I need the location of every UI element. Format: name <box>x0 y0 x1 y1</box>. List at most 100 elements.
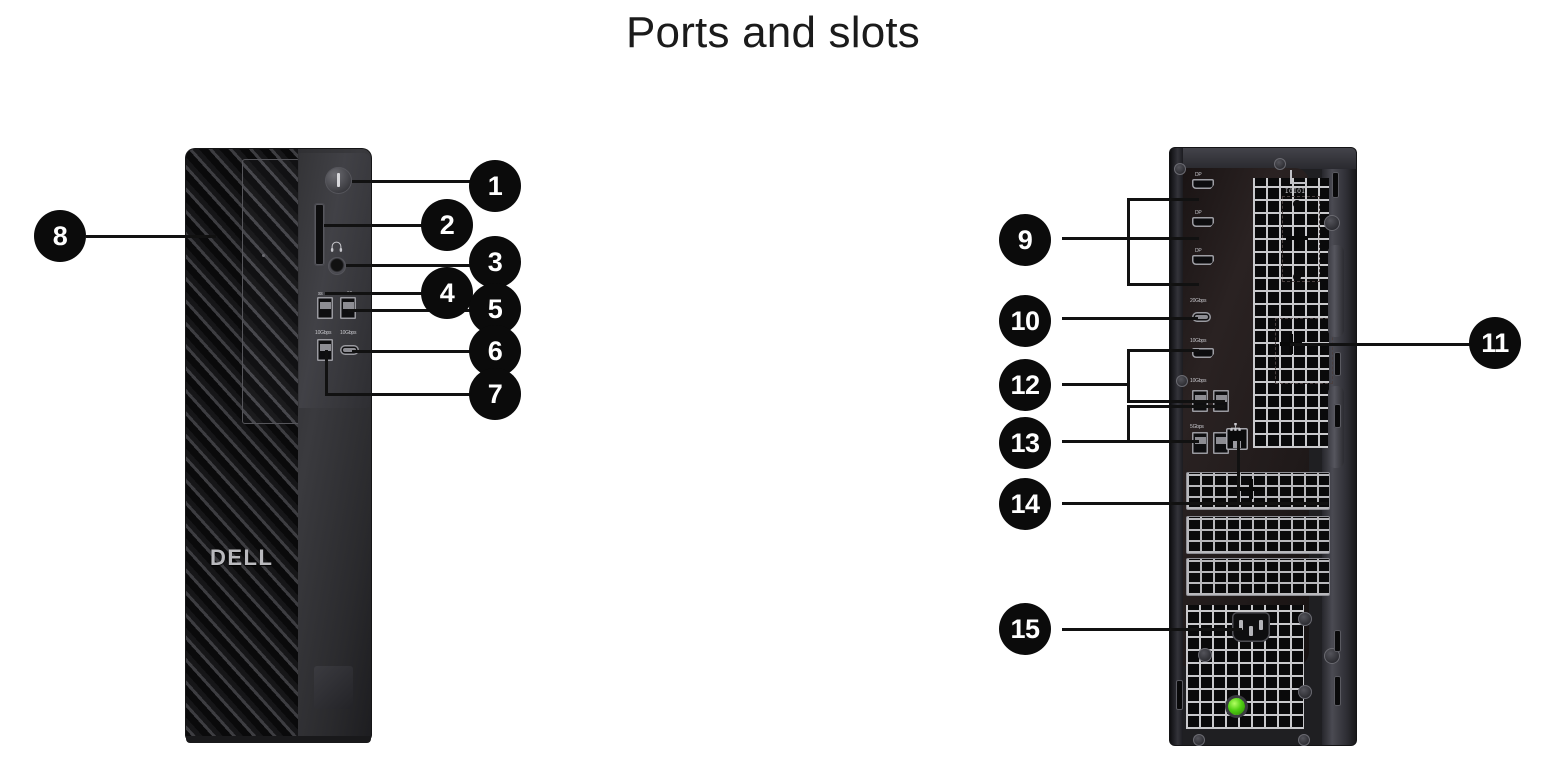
callout-14[interactable]: 14 <box>999 478 1051 530</box>
leader-line-8 <box>86 235 216 238</box>
orientation-corner-mark <box>1290 170 1306 184</box>
front-view-chassis: DELL <box>186 149 371 740</box>
leader-13-branch-2 <box>1127 440 1199 443</box>
psu-status-led <box>1228 698 1245 715</box>
rear-handle-top[interactable] <box>1328 245 1344 337</box>
expansion-slot-3 <box>1186 558 1330 596</box>
leader-line-4 <box>325 292 422 295</box>
lock-slot-left <box>1176 680 1183 710</box>
rear-dp4-label: 10Gbps <box>1190 338 1207 344</box>
leader-line-5 <box>348 309 470 312</box>
displayport-4[interactable] <box>1192 348 1214 358</box>
psu-screw-left <box>1198 648 1212 662</box>
callout-4[interactable]: 4 <box>421 267 473 319</box>
rear-usbc-label: 20Gbps <box>1190 298 1207 304</box>
expansion-cross-mark <box>1240 479 1262 499</box>
usb-a-port-left[interactable] <box>317 297 333 319</box>
leader-9-branch-2 <box>1127 237 1199 240</box>
lock-slot-mid-2 <box>1334 404 1341 428</box>
callout-13[interactable]: 13 <box>999 417 1051 469</box>
serial-port-label: IOIOI <box>1285 188 1306 195</box>
leader-line-13 <box>1062 440 1128 443</box>
callout-10[interactable]: 10 <box>999 295 1051 347</box>
rear-usb5-label: 5Gbps <box>1190 424 1204 430</box>
leader-12-bracket <box>1127 349 1130 401</box>
leader-9-bracket <box>1127 198 1130 286</box>
power-connector-port[interactable] <box>1232 612 1270 642</box>
leader-line-6 <box>352 350 470 353</box>
serial-screw-hole-top <box>1293 200 1301 208</box>
front-usb-label-left: ss <box>318 291 323 297</box>
psu-screw-right <box>1298 612 1312 626</box>
ethernet-icon <box>1230 419 1241 437</box>
psu-screw-bottom <box>1298 685 1312 699</box>
callout-8[interactable]: 8 <box>34 210 86 262</box>
leader-line-15 <box>1062 628 1242 631</box>
rear-dp-label-2: DP <box>1195 210 1202 216</box>
thumbscrew-bottom[interactable] <box>1324 648 1340 664</box>
usb-c-port[interactable] <box>340 345 359 355</box>
rear-usb10-label: 10Gbps <box>1190 378 1207 384</box>
headset-icon <box>330 240 343 253</box>
front-vent-panel <box>242 159 300 424</box>
callout-11[interactable]: 11 <box>1469 317 1521 369</box>
rear-vent-panel <box>1253 178 1329 448</box>
leader-9-branch-1 <box>1127 198 1199 201</box>
expansion-slot-2 <box>1186 516 1330 554</box>
callout-15[interactable]: 15 <box>999 603 1051 655</box>
leader-line-7 <box>325 393 470 396</box>
front-vent-pinhole <box>262 254 265 257</box>
rear-left-rail <box>1170 148 1183 745</box>
lock-slot-mid <box>1334 352 1341 376</box>
displayport-3[interactable] <box>1192 255 1214 265</box>
thumbscrew-top[interactable] <box>1324 215 1340 231</box>
serial-cross-mark <box>1286 228 1308 248</box>
leader-line-14 <box>1062 502 1328 505</box>
lock-slot-low <box>1334 630 1341 652</box>
power-button[interactable] <box>325 167 352 194</box>
serial-port-outline <box>1282 196 1320 282</box>
usb-a-5gbps-right[interactable] <box>1213 432 1229 454</box>
displayport-1[interactable] <box>1192 179 1214 189</box>
rear-screw-botleft <box>1193 734 1205 746</box>
sd-card-slot[interactable] <box>315 204 324 265</box>
leader-13-bracket <box>1127 405 1130 440</box>
front-chassis-foot <box>186 736 371 743</box>
rear-screw-botright <box>1298 734 1310 746</box>
page-title: Ports and slots <box>625 8 921 57</box>
leader-9-branch-3 <box>1127 283 1199 286</box>
callout-3[interactable]: 3 <box>469 236 521 288</box>
leader-line-11 <box>1290 343 1470 346</box>
callout-12[interactable]: 12 <box>999 359 1051 411</box>
rear-dp-label-3: DP <box>1195 248 1202 254</box>
usb-a-port-right[interactable] <box>340 297 356 319</box>
callout-2[interactable]: 2 <box>421 199 473 251</box>
callout-9[interactable]: 9 <box>999 214 1051 266</box>
leader-line-7-vertical <box>325 350 328 394</box>
leader-line-10 <box>1062 317 1198 320</box>
displayport-2[interactable] <box>1192 217 1214 227</box>
psu-vent-grid <box>1186 605 1304 729</box>
front-usb-label-lower: 10Gbps <box>315 330 332 336</box>
rear-screw-topleft <box>1174 163 1186 175</box>
rear-screw-left <box>1176 375 1188 387</box>
usb-c-20gbps-port[interactable] <box>1192 312 1211 322</box>
rear-top-bar <box>1183 148 1356 169</box>
rear-dp-label-1: DP <box>1195 172 1202 178</box>
front-io-panel <box>299 153 371 408</box>
leader-12-branch-2 <box>1127 400 1225 403</box>
rear-screw-topmid <box>1274 158 1286 170</box>
lock-slot-bottom <box>1334 676 1341 706</box>
serial-screw-hole-bottom <box>1293 273 1301 281</box>
headset-jack[interactable] <box>328 257 346 275</box>
leader-12-branch-1 <box>1127 349 1199 352</box>
usb-a-5gbps-left[interactable] <box>1192 432 1208 454</box>
lock-slot-top <box>1332 172 1339 198</box>
leader-line-12 <box>1062 383 1128 386</box>
callout-7[interactable]: 7 <box>469 368 521 420</box>
rear-vent-outline <box>1275 318 1333 384</box>
leader-line-1 <box>352 180 470 183</box>
leader-13-branch-1 <box>1127 405 1225 408</box>
callout-1[interactable]: 1 <box>469 160 521 212</box>
front-usbc-label: 10Gbps <box>340 330 357 336</box>
